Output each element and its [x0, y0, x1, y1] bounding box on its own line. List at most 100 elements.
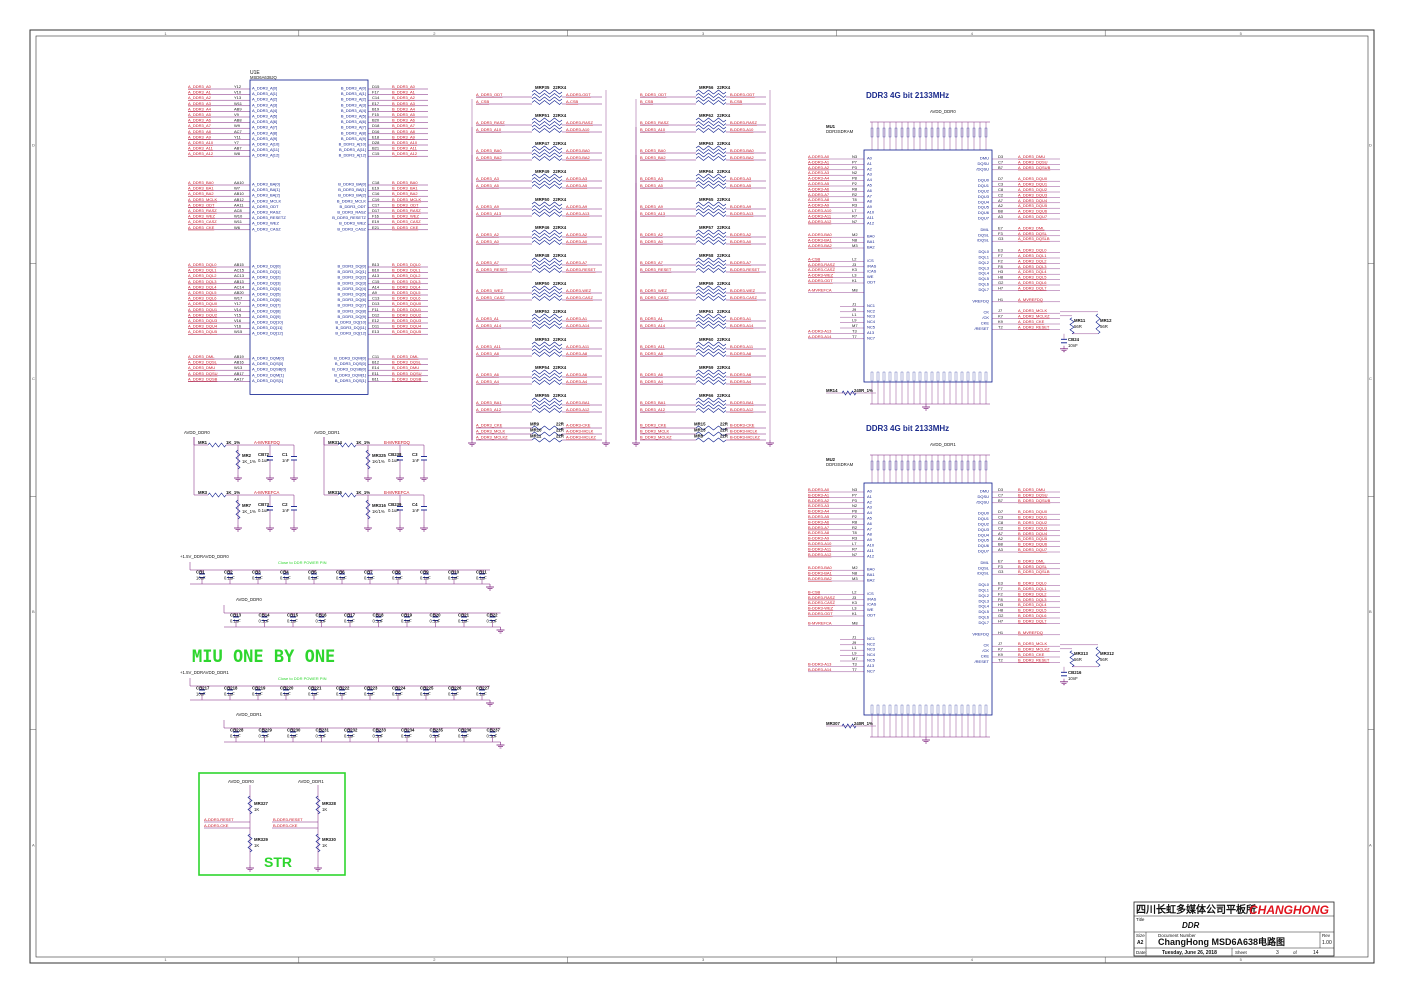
dram-right-port: DQL2 [979, 260, 990, 265]
vref-cap-value: 0.1uF [258, 508, 269, 513]
dram-right-port: DQU7 [978, 216, 990, 221]
dram-addr-port: A10 [867, 543, 875, 548]
u1e-left-pin: AB7 [234, 146, 242, 151]
rpack-element [695, 152, 727, 158]
sheet-size: A2 [1137, 940, 1144, 946]
dram-right-pin: F2 [998, 591, 1003, 596]
r-output-net: B-DDR3-CKE [730, 423, 755, 428]
dram-right-pin: E7 [998, 225, 1004, 230]
rpack-value: 22RX4 [717, 281, 731, 286]
u1e-right-pin: D15 [372, 84, 380, 89]
u1e-right-net: B_DDR3_DQU3 [392, 318, 422, 323]
u1e-right-port: B_DDR3_DQ[6] [338, 297, 366, 302]
u1e-left-net: A_DDR3_WEZ [188, 214, 215, 219]
dram-right-port: DQSU [977, 494, 989, 499]
u1e-left-net: A_DDR3_DQL1 [188, 268, 217, 273]
cap-ref: CB233 [373, 728, 387, 733]
cap-value: 0.1uF [230, 619, 241, 624]
dram-ctl-port: /RAS [867, 263, 877, 268]
dram-ground-pin-label [942, 704, 946, 715]
rpack-value: 22RX4 [717, 113, 731, 118]
u1e-left-net: A_DDR3_DML [188, 354, 215, 359]
rpack-input-net: A_DDR3_A14 [476, 323, 502, 328]
cap-value: 0.1uF [420, 692, 431, 697]
dram-addr-port: A9 [867, 204, 873, 209]
dram-ba-net: B-DDR3-BA1 [808, 571, 833, 576]
u1e-right-pin: E12 [372, 318, 380, 323]
rpack-element [695, 233, 727, 238]
u1e-right-port: B_DDR3_A[8] [341, 130, 366, 135]
u1e-left-net: A_DDR3_A6 [188, 118, 212, 123]
cap-value: 10uF [196, 692, 206, 697]
dram-ba-port: BA1 [867, 572, 875, 577]
rpack-element [531, 149, 563, 154]
dram-addr-pin: R2 [852, 192, 858, 197]
cap-ref: CB225 [420, 686, 434, 691]
cap-ref: CB18 [373, 613, 385, 618]
u1e-left-pin: Y11 [234, 134, 242, 139]
dram-nc-port: NC4 [867, 319, 876, 324]
dram-nc-pin: L9 [852, 318, 857, 323]
u1e-right-pin: D17 [372, 208, 380, 213]
dram-power-pin-label [948, 127, 952, 138]
title-label: Title [1136, 917, 1145, 922]
dram-right-net: B_DDR3_DQL3 [1018, 597, 1047, 602]
dram-addr-port: A9 [867, 537, 873, 542]
dram-right-net: B_DDR3_DML [1018, 558, 1045, 563]
rpack-element [531, 89, 563, 95]
dram-power-pin-label [870, 460, 874, 471]
u1e-left-pin: AB16 [234, 360, 245, 365]
u1e-left-pin: V16 [234, 318, 242, 323]
rpack-element [531, 124, 563, 130]
u1e-right-port: B_DDR3_DQ[9] [338, 314, 366, 319]
u1e-left-pin: W17 [234, 296, 243, 301]
dram-right-port: DQU2 [978, 189, 990, 194]
dram-addr-net: A-DDR3-A9 [808, 203, 830, 208]
u1e-right-pin: C17 [372, 202, 380, 207]
cap-ref: CB10 [448, 570, 460, 575]
cap-row-note: Close to DDR POWER PIN [278, 560, 327, 565]
r-value: 22R [720, 428, 729, 433]
dram-right-port: /CK [982, 648, 989, 653]
dram-vrefca-pin: M8 [852, 287, 858, 292]
rpack-input-net: B_DDR3_A3 [640, 176, 664, 181]
dram-power-pin-label [918, 127, 922, 138]
dram-right-pin: C8 [998, 187, 1004, 192]
dram-right-net: A_DDR3_DQU5 [1018, 203, 1048, 208]
u1e-left-net: A_DDR3_DQSU [188, 371, 218, 376]
zq-resistor [841, 723, 857, 729]
rpack-input-net: A_DDR3_A11 [476, 344, 502, 349]
termination-resistor [1069, 317, 1075, 335]
rpack-element [695, 292, 727, 298]
dram-power-pin-label [984, 127, 988, 138]
vref-top-resistor [337, 442, 357, 448]
rpack-input-net: A_DDR3_BA1 [476, 400, 502, 405]
rpack-input-net: B_DDR3_A1 [640, 316, 664, 321]
dram-right-port: DQL7 [979, 620, 990, 625]
rpack-output-net: B-DDR3-A4 [730, 379, 752, 384]
u1e-right-port: B_DDR3_CASZ [337, 226, 366, 231]
dram-right-port: DQL6 [979, 615, 990, 620]
r-ref: MR9 [530, 422, 540, 427]
series-resistor [695, 437, 727, 443]
dram-power-pin-label [900, 127, 904, 138]
u1e-right-pin: B12 [372, 360, 380, 365]
dram-addr-net: A-DDR3-A12 [808, 219, 832, 224]
dram-ground-pin-label [924, 704, 928, 715]
dram-addr-port: A8 [867, 532, 873, 537]
dram-power-pin-label [954, 460, 958, 471]
rpack-element [695, 261, 727, 266]
dram-power-pin-label [942, 460, 946, 471]
cap-row-supply: +1.5V_DDRAVDD_DDR1 [180, 670, 229, 675]
u1e-right-pin: E19 [372, 219, 380, 224]
rpack-output-net: B-DDR3-RESET [730, 267, 760, 272]
rpack-input-net: A_DDR3_A12 [476, 407, 502, 412]
r-ref: MR13 [694, 428, 706, 433]
dram-addr-net: A-DDR3-A5 [808, 181, 830, 186]
dram-right-pin: H1 [998, 297, 1004, 302]
rpack-ref: MRP52 [535, 309, 550, 314]
rpack-element [531, 177, 563, 182]
vref-top-resistor-value: 1K_1% [356, 490, 370, 495]
dram-addr-net: A-DDR3-A0 [808, 154, 830, 159]
